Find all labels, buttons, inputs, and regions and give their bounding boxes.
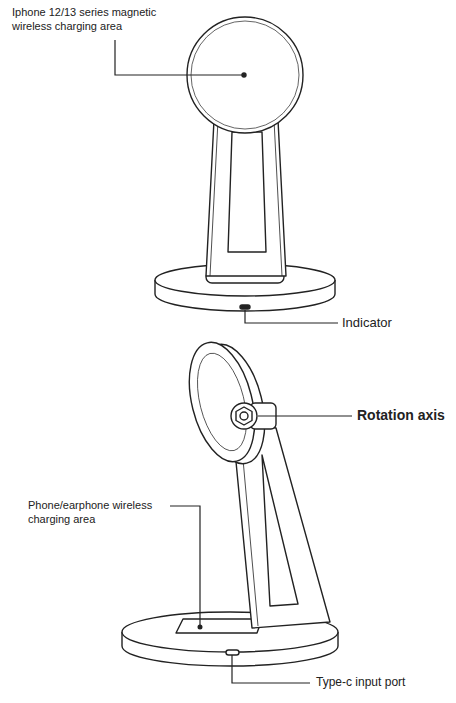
leader-dot: [242, 73, 246, 77]
arm-slot: [262, 455, 298, 606]
rotation-hub: [231, 403, 257, 429]
leader-line: [245, 310, 338, 323]
callout-label: Type-c input port: [316, 675, 446, 690]
callout-label: Iphone 12/13 series magnetic wireless ch…: [12, 6, 182, 34]
disc-rim: [189, 348, 256, 456]
callout-label: Rotation axis: [357, 407, 452, 425]
stand-edge: [210, 120, 282, 276]
leader-line: [115, 40, 242, 75]
hub-nut: [236, 407, 252, 425]
stand-slot: [228, 132, 266, 252]
hub-screw: [240, 412, 248, 420]
stand-frame: [206, 120, 286, 276]
type-c-port: [226, 650, 239, 655]
charging-pad: [176, 619, 262, 633]
callout-label: Phone/earphone wireless charging area: [28, 499, 168, 527]
indicator-light: [240, 305, 250, 309]
magnetic-disc: [178, 336, 266, 469]
callout-label: Indicator: [342, 315, 442, 331]
leader-line: [170, 506, 200, 625]
leader-line: [258, 415, 352, 416]
leader-line: [232, 655, 310, 683]
leader-dot: [198, 625, 202, 629]
